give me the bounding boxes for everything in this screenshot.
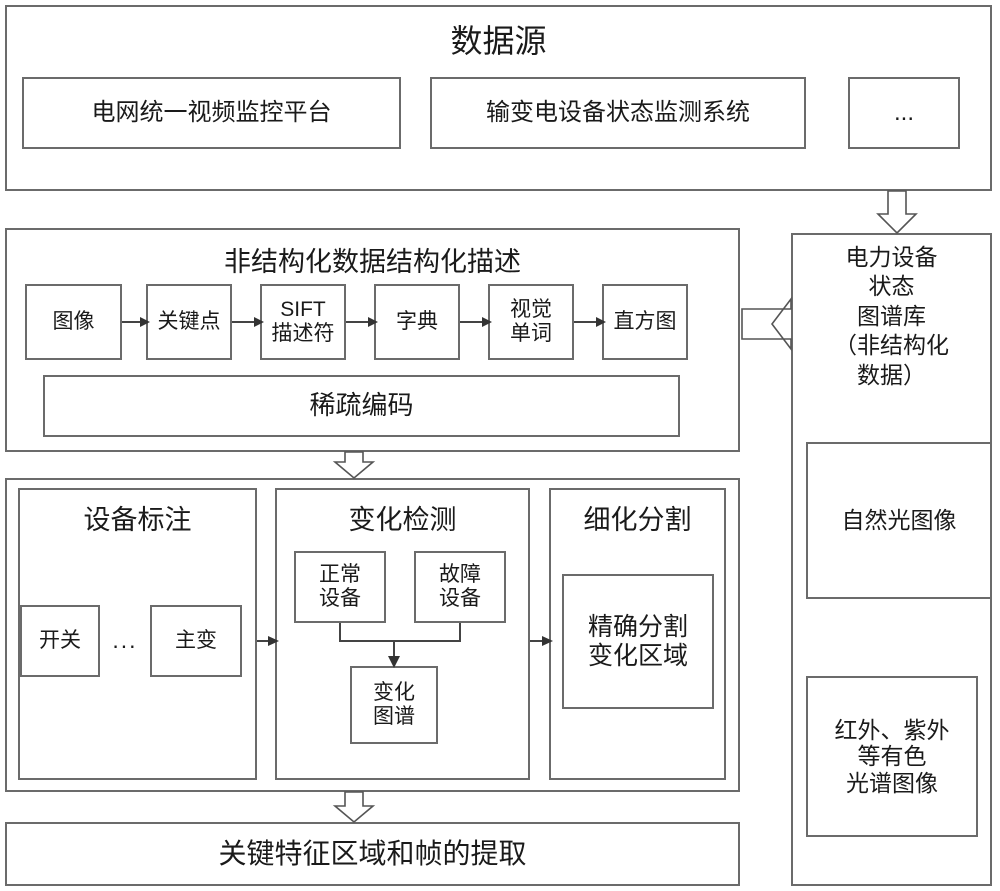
change-detection-title: 变化检测 bbox=[348, 505, 457, 535]
pipeline-stage-label: 字典 bbox=[396, 309, 438, 333]
pipeline-stage-dictionary[interactable]: 字典 bbox=[374, 284, 460, 360]
data-source-item-video-platform[interactable]: 电网统一视频监控平台 bbox=[22, 77, 401, 149]
arrow-pipeline-to-processing bbox=[332, 451, 376, 480]
data-source-item-label: 电网统一视频监控平台 bbox=[91, 99, 332, 127]
data-source-title: 数据源 bbox=[450, 23, 547, 59]
sparse-coding-box[interactable]: 稀疏编码 bbox=[43, 375, 680, 437]
change-detection-fault-label: 故障设备 bbox=[439, 562, 481, 610]
repository-item-label: 自然光图像 bbox=[841, 507, 957, 534]
pipeline-stage-image[interactable]: 图像 bbox=[25, 284, 122, 360]
device-annotation-switch[interactable]: 开关 bbox=[20, 605, 100, 677]
fine-segmentation-result-label: 精确分割变化区域 bbox=[587, 612, 688, 670]
change-detection-fault-device[interactable]: 故障设备 bbox=[414, 551, 506, 623]
repository-item-spectral-image[interactable]: 红外、紫外等有色光谱图像 bbox=[806, 676, 978, 837]
data-source-item-label: 输变电设备状态监测系统 bbox=[486, 99, 750, 127]
structured-description-title: 非结构化数据结构化描述 bbox=[224, 247, 521, 277]
device-annotation-transformer[interactable]: 主变 bbox=[150, 605, 242, 677]
pipeline-stage-histogram[interactable]: 直方图 bbox=[602, 284, 688, 360]
pipeline-stage-label: 视觉单词 bbox=[510, 297, 552, 345]
data-source-item-monitoring-system[interactable]: 输变电设备状态监测系统 bbox=[430, 77, 806, 149]
arrow-datasource-to-repository bbox=[876, 190, 918, 235]
output-label: 关键特征区域和帧的提取 bbox=[218, 837, 527, 869]
repository-title: 电力设备状态图谱库（非结构化数据） bbox=[834, 244, 949, 388]
repository-item-label: 红外、紫外等有色光谱图像 bbox=[834, 716, 950, 796]
output-panel[interactable]: 关键特征区域和帧的提取 bbox=[5, 822, 740, 886]
data-source-item-label: ... bbox=[893, 99, 914, 127]
device-annotation-transformer-label: 主变 bbox=[175, 628, 217, 652]
device-annotation-ellipsis: ... bbox=[112, 627, 138, 654]
change-detection-normal-device[interactable]: 正常设备 bbox=[294, 551, 386, 623]
device-annotation-title: 设备标注 bbox=[83, 505, 192, 535]
data-source-item-more[interactable]: ... bbox=[848, 77, 960, 149]
arrow-repository-to-pipeline bbox=[741, 296, 792, 352]
change-detection-change-map[interactable]: 变化图谱 bbox=[350, 666, 438, 744]
pipeline-stage-visual-word[interactable]: 视觉单词 bbox=[488, 284, 574, 360]
sparse-coding-label: 稀疏编码 bbox=[309, 390, 414, 421]
arrow-processing-to-output bbox=[332, 791, 376, 824]
change-detection-normal-label: 正常设备 bbox=[319, 562, 361, 610]
repository-item-natural-light-image[interactable]: 自然光图像 bbox=[806, 442, 992, 599]
pipeline-stage-label: 直方图 bbox=[613, 309, 677, 333]
pipeline-stage-label: 关键点 bbox=[157, 309, 221, 333]
pipeline-stage-label: 图像 bbox=[52, 309, 95, 333]
change-detection-change-map-label: 变化图谱 bbox=[373, 680, 415, 728]
device-annotation-switch-label: 开关 bbox=[39, 628, 81, 652]
pipeline-stage-keypoint[interactable]: 关键点 bbox=[146, 284, 232, 360]
fine-segmentation-result[interactable]: 精确分割变化区域 bbox=[562, 574, 714, 709]
fine-segmentation-title: 细化分割 bbox=[583, 505, 692, 535]
